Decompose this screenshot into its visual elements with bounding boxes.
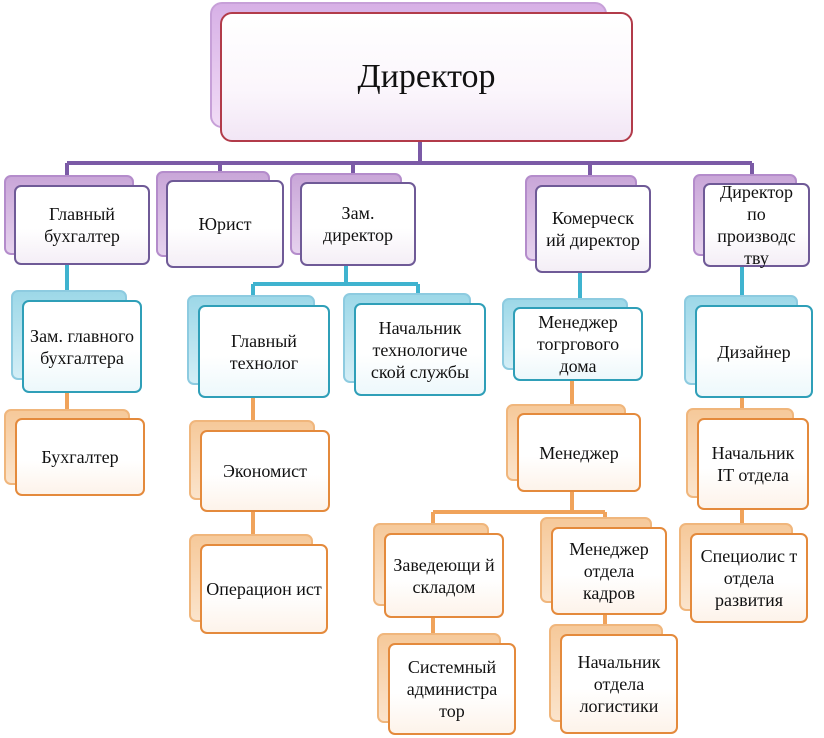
node-sysadmin: Системный администра тор: [377, 633, 516, 735]
lawyer-label: Юрист: [198, 214, 252, 234]
node-trade-house-manager: Менеджер тогргового дома: [502, 298, 643, 381]
node-commercial-director: Комерческ ий директор: [525, 175, 651, 273]
node-lawyer: Юрист: [156, 171, 284, 268]
commercial-director-label: Комерческ ий директор: [546, 208, 640, 250]
node-trade-house-manager-box: Менеджер тогргового дома: [513, 307, 643, 381]
node-director: Директор: [210, 2, 633, 142]
node-logistics-head: Начальник отдела логистики: [549, 624, 678, 734]
node-deputy-chief-accountant-box: Зам. главного бухгалтера: [22, 300, 142, 393]
node-dev-specialist-box: Специолис т отдела развития: [690, 533, 808, 623]
node-director-box: Директор: [220, 12, 633, 142]
node-chief-technologist: Главный технолог: [187, 295, 330, 398]
node-designer-box: Дизайнер: [695, 305, 813, 398]
node-accountant-box: Бухгалтер: [15, 418, 145, 496]
deputy-director-label: Зам. директор: [323, 203, 393, 245]
director-label: Директор: [357, 58, 496, 95]
deputy-chief-accountant-label: Зам. главного бухгалтера: [30, 325, 134, 368]
node-manager: Менеджер: [506, 404, 641, 492]
node-operationist-box: Операцион ист: [200, 544, 328, 634]
node-warehouse-head: Заведеющи й складом: [373, 523, 504, 618]
node-head-tech-service-box: Начальник технологиче ской службы: [354, 303, 486, 396]
node-logistics-head-box: Начальник отдела логистики: [560, 634, 678, 734]
economist-label: Экономист: [223, 461, 307, 481]
node-production-director: Директор по производс тву: [693, 174, 810, 268]
it-head-label: Начальник IT отдела: [711, 443, 795, 485]
warehouse-head-label: Заведеющи й складом: [393, 554, 495, 597]
node-commercial-director-box: Комерческ ий директор: [535, 185, 651, 273]
node-economist-box: Экономист: [200, 430, 330, 512]
node-accountant: Бухгалтер: [4, 409, 145, 496]
hr-manager-label: Менеджер отдела кадров: [569, 539, 649, 603]
node-manager-box: Менеджер: [517, 413, 641, 492]
manager-label: Менеджер: [539, 442, 619, 463]
designer-label: Дизайнер: [717, 341, 791, 362]
production-director-label: Директор по производс тву: [717, 182, 796, 268]
node-hr-manager-box: Менеджер отдела кадров: [551, 527, 667, 615]
node-deputy-chief-accountant: Зам. главного бухгалтера: [11, 290, 142, 393]
node-sysadmin-box: Системный администра тор: [388, 643, 516, 735]
node-head-tech-service: Начальник технологиче ской службы: [343, 293, 486, 396]
node-lawyer-box: Юрист: [166, 180, 284, 268]
node-deputy-director: Зам. директор: [290, 173, 416, 266]
head-tech-service-label: Начальник технологиче ской службы: [370, 317, 470, 382]
node-it-head-box: Начальник IT отдела: [697, 418, 809, 510]
node-designer: Дизайнер: [684, 295, 813, 398]
director-connectors: [65, 142, 754, 185]
node-production-director-box: Директор по производс тву: [703, 182, 810, 268]
sysadmin-label: Системный администра тор: [406, 657, 498, 721]
operationist-label: Операцион ист: [206, 579, 322, 599]
node-chief-accountant: Главный бухгалтер: [4, 175, 150, 265]
node-dev-specialist: Специолис т отдела развития: [679, 523, 808, 623]
node-chief-accountant-box: Главный бухгалтер: [14, 185, 150, 265]
logistics-head-label: Начальник отдела логистики: [577, 652, 661, 716]
node-it-head: Начальник IT отдела: [686, 408, 809, 510]
node-economist: Экономист: [189, 420, 330, 512]
node-operationist: Операцион ист: [189, 534, 328, 634]
chief-technologist-label: Главный технолог: [229, 330, 299, 373]
accountant-label: Бухгалтер: [41, 447, 119, 467]
node-hr-manager: Менеджер отдела кадров: [540, 517, 667, 615]
chief-accountant-label: Главный бухгалтер: [44, 204, 120, 246]
dev-specialist-label: Специолис т отдела развития: [700, 546, 798, 610]
node-warehouse-head-box: Заведеющи й складом: [384, 533, 504, 618]
node-deputy-director-box: Зам. директор: [300, 182, 416, 266]
trade-house-manager-label: Менеджер тогргового дома: [536, 312, 620, 376]
node-chief-technologist-box: Главный технолог: [198, 305, 330, 398]
